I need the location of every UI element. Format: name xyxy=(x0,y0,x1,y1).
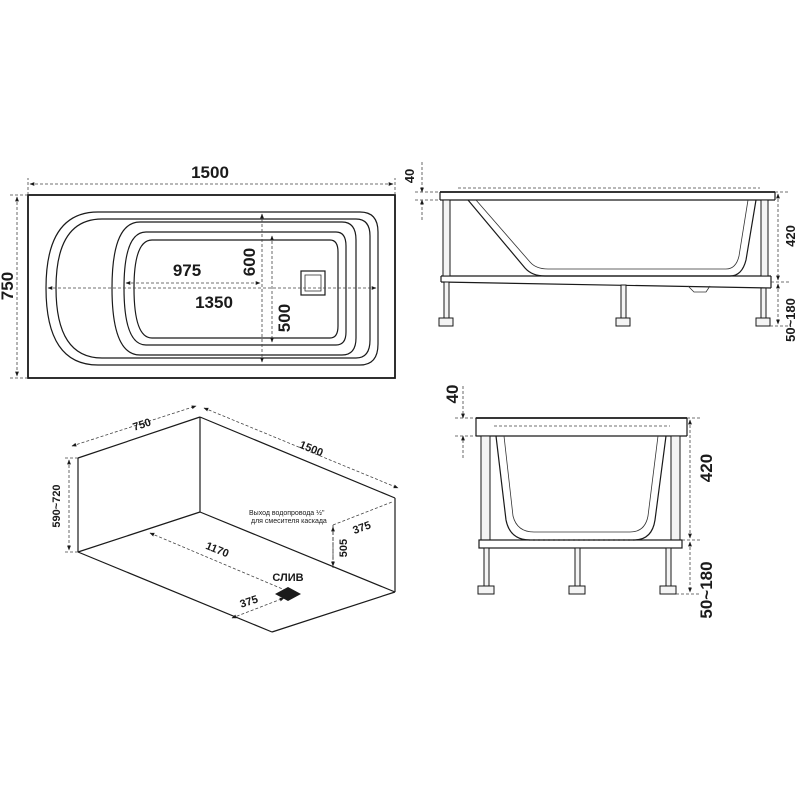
side-bowl-profile xyxy=(467,199,757,277)
drain-label: СЛИВ xyxy=(272,572,303,584)
drain-square-inner xyxy=(304,274,322,292)
side-view: 40 420 50~180 xyxy=(402,162,798,342)
niche-dim-line-drain xyxy=(231,597,285,619)
dim-width-top: 750 xyxy=(0,272,17,300)
dim-inner-length: 1350 xyxy=(195,293,233,312)
niche-isometric-view: 750 1500 590~720 1170 375 СЛИВ 505 375 В… xyxy=(51,405,399,633)
tub-bowl-outer xyxy=(111,221,357,356)
niche-dim-width: 750 xyxy=(131,417,152,434)
niche-dim-pipe-height: 505 xyxy=(338,539,350,557)
side-legs xyxy=(438,281,771,327)
front-frame xyxy=(478,539,683,549)
niche-dim-height: 590~720 xyxy=(51,484,63,527)
dim-length-top: 1500 xyxy=(191,163,229,182)
front-dim-depth: 420 xyxy=(697,454,716,482)
niche-dim-pipe-side: 375 xyxy=(351,519,372,537)
drain-square xyxy=(300,270,326,296)
dim-bottom-length: 975 xyxy=(173,261,201,280)
tub-outline-top xyxy=(27,194,396,379)
pipe-note-line1: Выход водопровода ½" xyxy=(249,509,325,517)
dim-bottom-width: 500 xyxy=(275,304,294,332)
front-legs xyxy=(477,547,677,595)
drain-symbol xyxy=(275,587,301,601)
top-view: 1500 750 1350 975 600 500 xyxy=(0,163,396,379)
dim-inner-width: 600 xyxy=(240,248,259,276)
niche-dim-line-1170 xyxy=(149,532,293,594)
tub-rim-inner xyxy=(55,218,371,359)
front-dim-legs: 50~180 xyxy=(697,561,716,618)
tub-rim-outer xyxy=(45,211,379,366)
side-dim-depth: 420 xyxy=(783,225,798,247)
front-view: 40 420 50~180 xyxy=(443,385,716,619)
tub-bottom-outline xyxy=(133,239,339,339)
niche-dim-length: 1500 xyxy=(298,439,325,459)
tub-bowl-inner xyxy=(123,231,347,346)
pipe-note-line2: для смесителя каскада xyxy=(251,518,327,525)
niche-dim-drain-side: 375 xyxy=(238,594,259,611)
front-bowl-profile xyxy=(495,435,667,541)
side-dim-legs: 50~180 xyxy=(783,298,798,342)
niche-dim-line-750 xyxy=(71,405,197,447)
front-dim-rim: 40 xyxy=(443,385,462,404)
side-dim-rim: 40 xyxy=(402,169,417,183)
